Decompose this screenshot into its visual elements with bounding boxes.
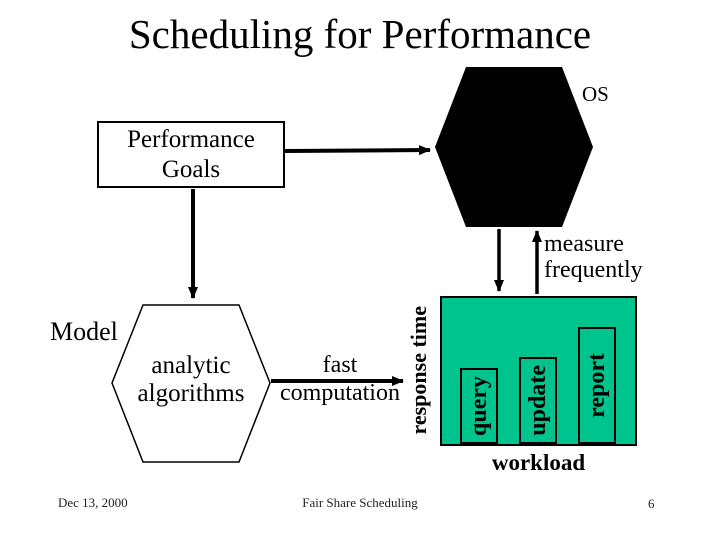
bar-query-label: query bbox=[465, 376, 492, 436]
model-label: Model bbox=[50, 317, 118, 346]
model-hexagon bbox=[111, 304, 271, 463]
workload-axis-label: workload bbox=[491, 450, 586, 475]
os-label: OS bbox=[582, 82, 609, 106]
footer-title: Fair Share Scheduling bbox=[302, 495, 418, 510]
arrow-goals-to-os bbox=[284, 145, 431, 156]
footer-page-number: 6 bbox=[648, 496, 655, 511]
performance-goals-label: Performance Goals bbox=[127, 125, 255, 183]
bar-update: update bbox=[519, 357, 557, 444]
bar-report: report bbox=[578, 327, 616, 444]
fast-computation-label: fast computation bbox=[280, 352, 400, 406]
analytic-algorithms-label: analytic algorithms bbox=[137, 352, 245, 407]
bar-query: query bbox=[460, 368, 498, 444]
workload-chart: query update report bbox=[440, 296, 637, 446]
bar-report-label: report bbox=[583, 353, 610, 418]
footer-date: Dec 13, 2000 bbox=[58, 495, 128, 510]
slide-title: Scheduling for Performance bbox=[128, 11, 592, 57]
response-time-axis-label: response time bbox=[406, 305, 431, 435]
performance-goals-box: Performance Goals bbox=[97, 121, 285, 188]
os-hexagon bbox=[435, 67, 593, 227]
measure-frequently-label: measure frequently bbox=[544, 231, 643, 283]
bar-update-label: update bbox=[524, 365, 551, 436]
